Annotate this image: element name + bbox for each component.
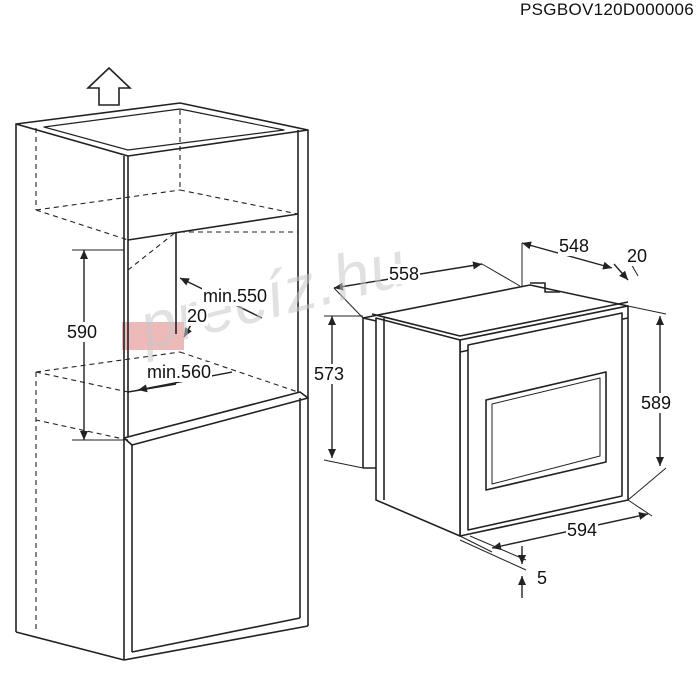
oven-dimension-lines xyxy=(323,241,667,598)
cabinet-dimension-lines xyxy=(72,249,263,441)
cabinet-min-depth-label: min.550 xyxy=(202,286,269,306)
tall-cabinet xyxy=(15,102,309,661)
cabinet-back-gap-label: 20 xyxy=(186,306,209,326)
oven-width-label: 558 xyxy=(388,264,421,284)
oven-body xyxy=(362,282,629,537)
oven-front-width-label: 594 xyxy=(566,520,599,540)
vent-up-arrow-icon xyxy=(86,66,132,106)
oven-door-offset-label: 20 xyxy=(626,246,649,266)
oven-depth-label: 548 xyxy=(558,236,591,256)
cabinet-min-width-label: min.560 xyxy=(146,362,213,382)
oven-bottom-gap-label: 5 xyxy=(536,568,549,588)
document-code: PSGBOV120D000006 xyxy=(520,0,694,19)
oven-height-label: 573 xyxy=(313,364,346,384)
oven-total-height-label: 589 xyxy=(640,393,673,413)
cabinet-opening-height-label: 590 xyxy=(66,322,99,342)
watermark-accent-block xyxy=(122,322,184,350)
